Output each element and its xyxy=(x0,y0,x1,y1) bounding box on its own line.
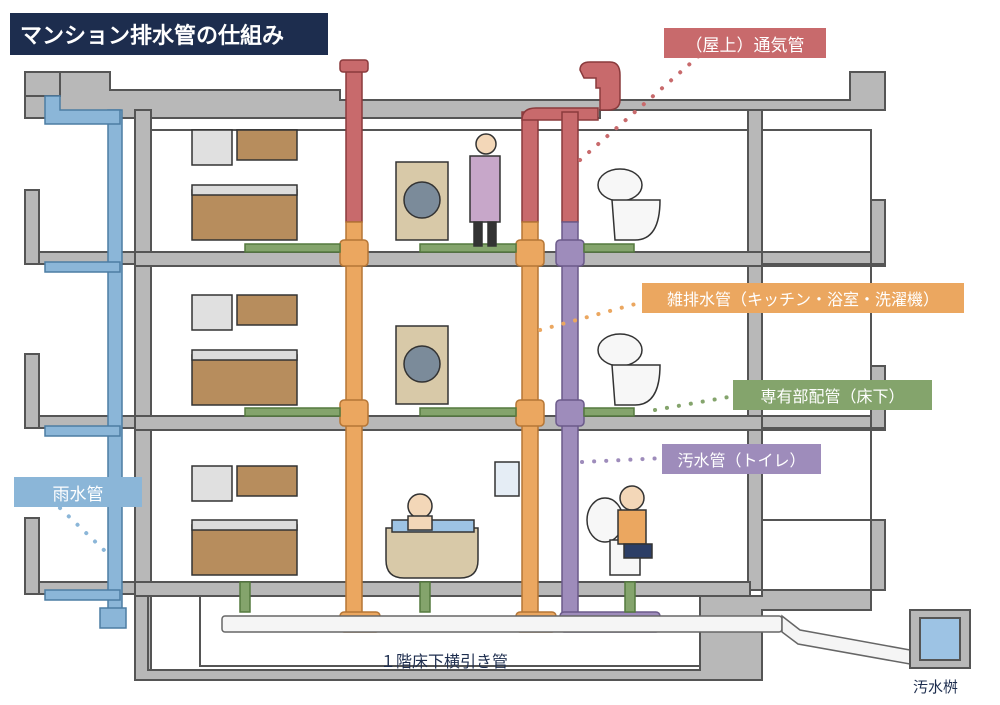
kitchen-icon xyxy=(191,465,298,576)
vent-pipe-label: （屋上）通気管 xyxy=(664,28,826,58)
kitchen-icon xyxy=(191,294,298,406)
woman-icon xyxy=(469,133,501,247)
miscellaneous-pipe-label: 雑排水管（キッチン・浴室・洗濯機） xyxy=(642,283,964,313)
rain-pipe xyxy=(44,95,127,629)
building-structure xyxy=(24,71,886,681)
man-icon xyxy=(617,485,653,559)
private-pipes xyxy=(239,243,636,613)
kitchen-icon xyxy=(191,129,298,241)
washing-machine-icon xyxy=(395,325,449,405)
first-floor-pipe-label: １階床下横引き管 xyxy=(380,652,509,671)
man-icon xyxy=(407,493,433,531)
diagram-title: マンション排水管の仕組み xyxy=(10,13,328,55)
sewage-pipe-label: 汚水管（トイレ） xyxy=(662,444,821,474)
washing-machine-icon xyxy=(395,161,449,241)
rainwater-pipe-label: 雨水管 xyxy=(14,477,142,507)
toilet-icon xyxy=(597,333,661,406)
sewage-pit xyxy=(909,609,971,669)
sewage-pit-label: 汚水桝 xyxy=(913,678,959,696)
private-pipe-label: 専有部配管（床下） xyxy=(733,380,932,410)
horizontal-drain-pipe xyxy=(221,614,911,665)
vent-pipe xyxy=(339,59,621,223)
misc-pipe xyxy=(339,221,557,633)
leader-lines xyxy=(58,53,742,554)
toilet-icon xyxy=(597,168,661,241)
